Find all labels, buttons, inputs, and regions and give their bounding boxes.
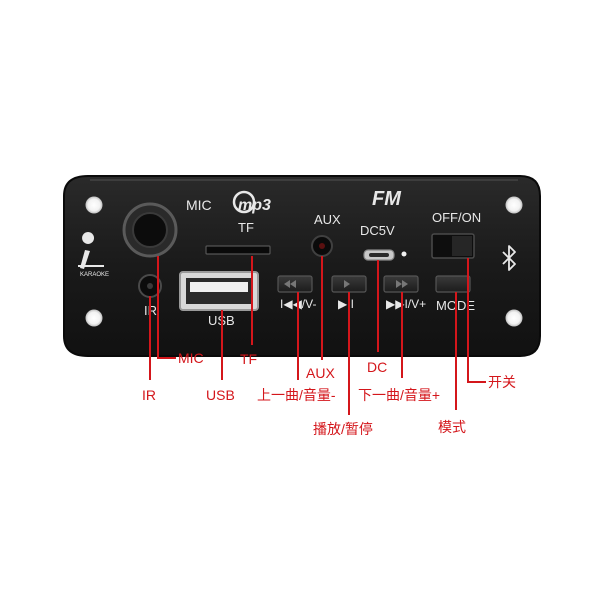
mic-jack-inner: [132, 212, 168, 248]
aux-label: AUX: [314, 212, 341, 227]
mount-hole-bl: [85, 309, 103, 327]
callout-play: 播放/暂停: [313, 421, 373, 437]
callout-prev: 上一曲/音量-: [257, 387, 336, 403]
callout-switch: 开关: [488, 374, 516, 390]
play-icon: [344, 280, 350, 288]
mount-hole-br: [505, 309, 523, 327]
bluetooth-icon: [502, 245, 516, 271]
tf-label: TF: [238, 220, 254, 235]
mount-hole-tr: [505, 196, 523, 214]
next-icon: [396, 280, 408, 288]
aux-jack-center: [319, 243, 325, 249]
callout-line-mic: [157, 256, 176, 359]
microphone-icon: [80, 232, 95, 269]
mode-button[interactable]: [435, 275, 471, 293]
callout-next: 下一曲/音量+: [358, 387, 440, 403]
callout-usb: USB: [206, 387, 235, 403]
callout-mode: 模式: [438, 419, 466, 435]
callout-ir: IR: [142, 387, 156, 403]
karaoke-logo: KARAOKE: [78, 232, 109, 278]
callout-tf: TF: [240, 351, 257, 367]
callout-mic: MIC: [178, 350, 204, 366]
ir-sensor-center: [147, 283, 153, 289]
power-switch-knob: [452, 236, 472, 256]
power-led: [401, 251, 407, 257]
usb-port-tongue: [190, 282, 248, 292]
svg-text:mp3: mp3: [238, 197, 271, 214]
karaoke-label: KARAOKE: [80, 272, 109, 278]
callout-lines: [149, 256, 486, 415]
fm-logo: FM: [372, 188, 402, 210]
dc-port-inner: [369, 253, 389, 257]
callout-line-switch: [467, 258, 486, 383]
mount-hole-tl: [85, 196, 103, 214]
callout-aux: AUX: [306, 365, 335, 381]
mic-label: MIC: [186, 197, 212, 213]
tf-card-slot[interactable]: [205, 245, 271, 255]
callout-dc: DC: [367, 359, 387, 375]
switch-label: OFF/ON: [432, 210, 481, 225]
next-label: ▶▶I/V+: [386, 297, 426, 311]
play-label: ▶II: [338, 297, 354, 311]
mp3-logo: mp3: [232, 190, 271, 214]
prev-icon: [284, 280, 296, 288]
dc5v-label: DC5V: [360, 223, 395, 238]
